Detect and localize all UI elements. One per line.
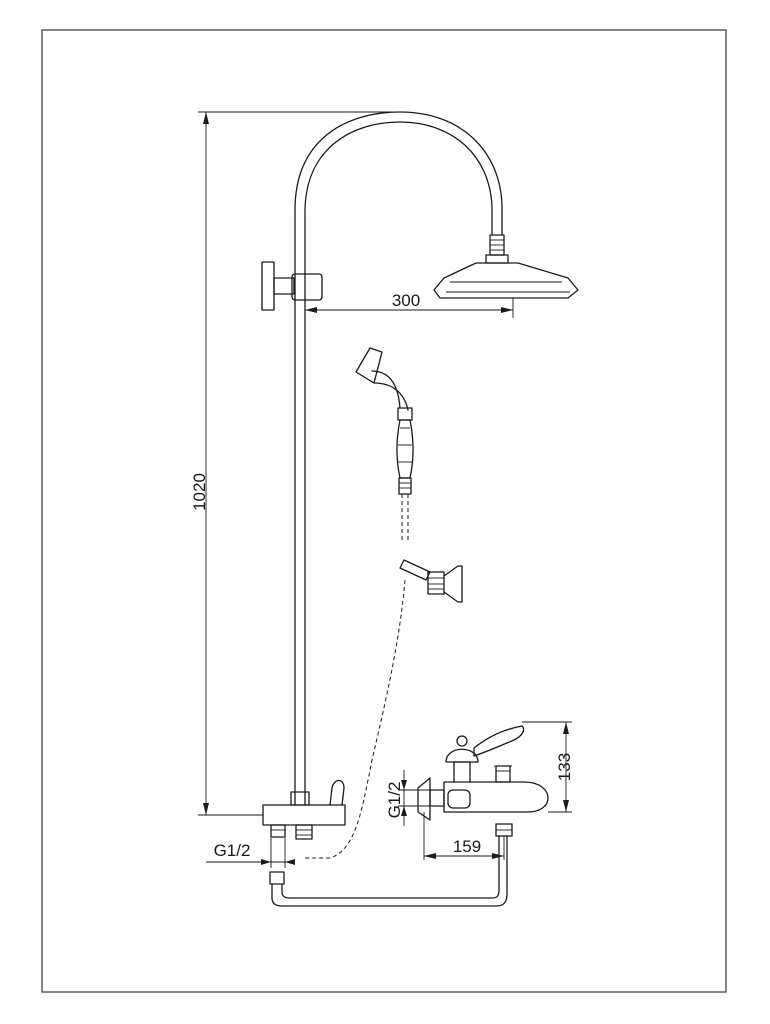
label-inlet-left: G1/2 [214,841,251,860]
bath-mixer [417,725,549,821]
label-height-1020: 1020 [190,473,209,511]
label-mixer-length-159: 159 [453,837,481,856]
head-connector [485,234,509,264]
hand-shower-hose [305,494,409,859]
dimension-inlet-left [206,838,295,868]
overhead-arch-pipe [294,111,503,299]
dimension-mixer-length [423,812,505,860]
label-inlet-right: G1/2 [385,782,404,819]
dimension-mixer-height [522,721,572,813]
label-mixer-height-133: 133 [555,753,574,781]
hand-shower [355,347,414,495]
riser-pipe [294,297,306,806]
dimension-inlet-right [398,770,430,826]
diverter-block [262,779,346,840]
shower-head [433,262,579,299]
dimension-head-reach [305,298,514,318]
label-reach-300: 300 [392,291,420,310]
hand-shower-holder [399,559,463,603]
drawing-frame [41,29,727,993]
wall-bracket [261,261,323,311]
dimension-height [198,111,405,816]
